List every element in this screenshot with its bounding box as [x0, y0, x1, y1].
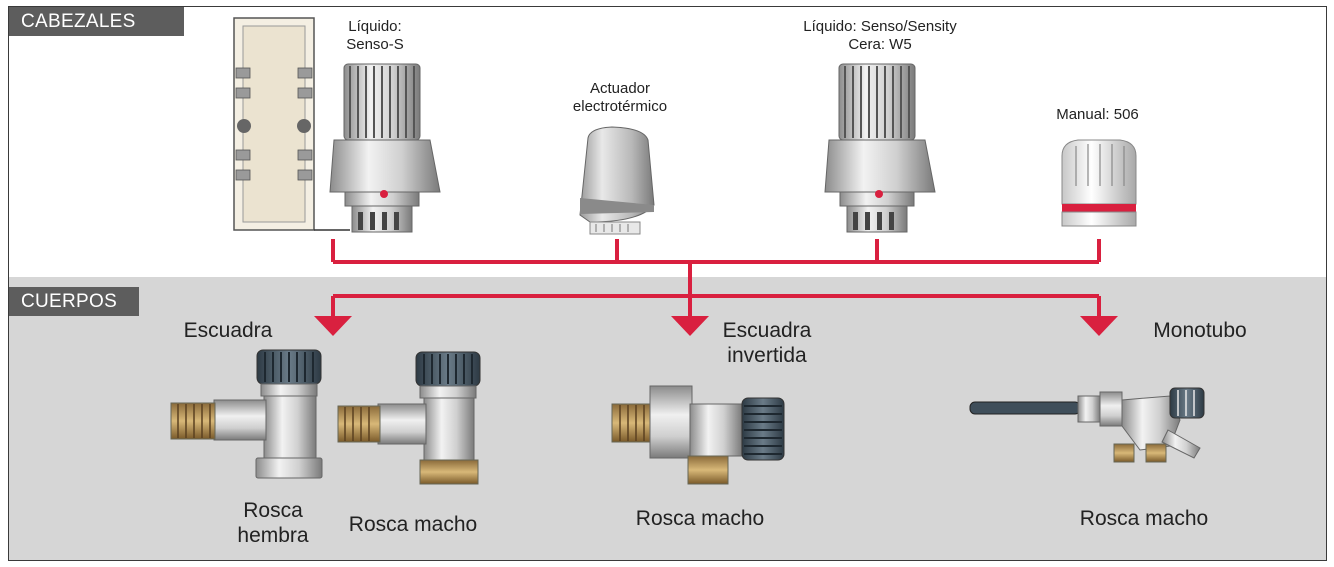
escuadra-female-valve-image — [170, 349, 323, 479]
section-tab-heads: CABEZALES — [9, 7, 184, 36]
escuadra-female-label-line1: Rosca — [243, 499, 303, 522]
senso-s-label-line1: Líquido: — [348, 18, 402, 35]
escuadra-male-label: Rosca macho — [348, 513, 478, 536]
monotubo-title: Monotubo — [1153, 319, 1247, 342]
senso-sensity-label: Líquido: Senso/Sensity Cera: W5 — [790, 18, 970, 54]
senso-sensity-head-image — [824, 63, 936, 233]
manual-head-image — [1061, 139, 1137, 227]
connector-lines — [331, 239, 1101, 318]
actuator-head-image — [579, 126, 655, 235]
connector-arrowheads — [314, 316, 1118, 336]
escuadra-male-valve-image — [337, 351, 481, 485]
actuator-label-line1: Actuador — [589, 80, 651, 97]
actuator-label-line2: electrotérmico — [572, 98, 668, 115]
senso-s-label: Líquido: Senso-S — [340, 18, 410, 54]
senso-s-label-line2: Senso-S — [346, 36, 404, 53]
escuadra-invertida-title-line2: invertida — [727, 344, 807, 368]
actuator-label: Actuador electrotérmico — [560, 80, 680, 116]
senso-s-head-image — [329, 63, 441, 233]
senso-sensity-label-line1: Líquido: Senso/Sensity — [803, 18, 957, 35]
monotubo-male-label: Rosca macho — [1079, 507, 1209, 530]
manual-label: Manual: 506 — [1056, 106, 1139, 123]
remote-sensor-head-image — [233, 17, 350, 231]
escuadra-title: Escuadra — [183, 319, 273, 342]
senso-sensity-label-line2: Cera: W5 — [848, 36, 912, 53]
section-tab-bodies: CUERPOS — [9, 287, 139, 316]
escuadra-invertida-title-line1: Escuadra — [722, 319, 812, 342]
escuadra-invertida-male-label: Rosca macho — [635, 507, 765, 530]
escuadra-invertida-valve-image — [611, 385, 785, 485]
monotubo-valve-image — [969, 387, 1205, 463]
escuadra-female-label: Rosca hembra — [218, 498, 328, 548]
escuadra-female-label-line2: hembra — [237, 524, 309, 548]
escuadra-invertida-title: Escuadra invertida — [712, 318, 822, 368]
diagram-frame — [8, 6, 1327, 561]
